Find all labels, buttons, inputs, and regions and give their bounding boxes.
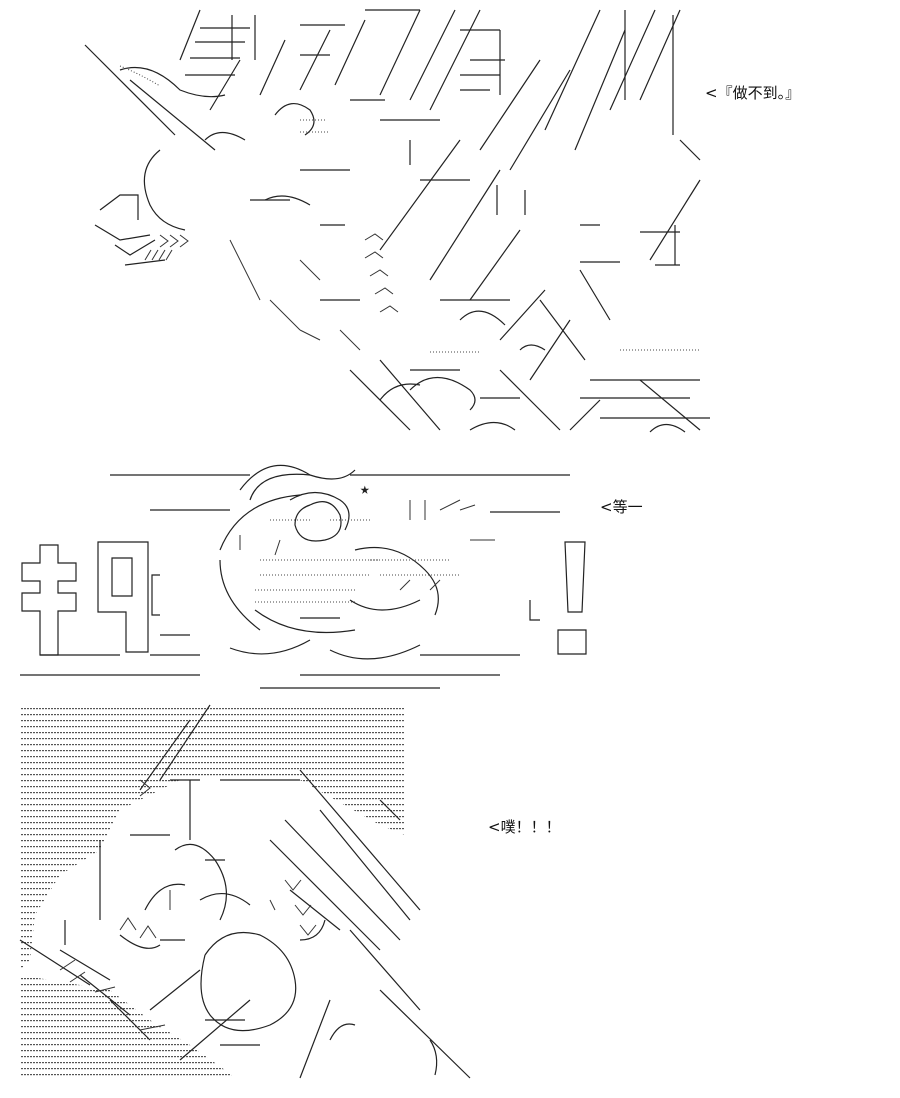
big-exclaim-glyph	[557, 541, 587, 655]
mecha-ascii-art-drawing	[84, 9, 710, 433]
impact-ascii-art-drawing	[19, 704, 471, 1079]
panel-3-impact-art: <噗！！！	[0, 700, 900, 1098]
big-ki-glyph	[21, 544, 77, 656]
panel-2-character-art: ★ <等一	[0, 450, 900, 700]
star-icon: ★	[360, 479, 370, 498]
panel-1-caption: <『做不到。』	[705, 84, 801, 102]
big-nine-glyph	[97, 541, 149, 653]
panel-3-caption: <噗！！！	[488, 818, 561, 836]
panel-2-caption: <等一	[600, 498, 643, 516]
panel-1-mecha-art: <『做不到。』	[0, 0, 900, 450]
character-ascii-art-drawing: ★	[20, 464, 587, 689]
